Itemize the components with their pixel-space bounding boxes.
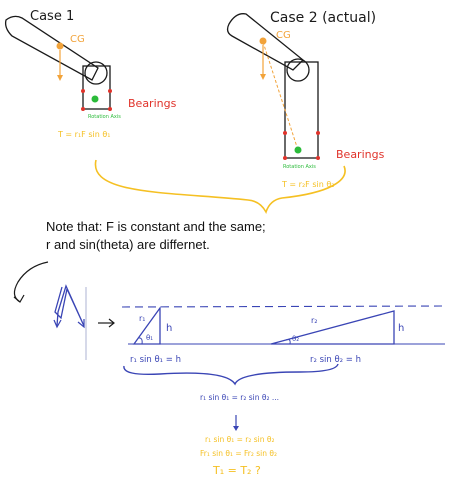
case2-bearing-point [316,156,320,160]
case2-bearing-point [283,156,287,160]
case2-cg-marker [259,37,267,45]
force-sketch [13,261,115,360]
right-angle-arc [285,339,291,345]
case2-torque-eq: T = r₂F sin θ₂ [281,180,334,189]
conclusion-line2: Fr₁ sin θ₁ = Fr₂ sin θ₂ [200,449,277,458]
note-text: Note that: F is constant and the same; r… [46,218,446,254]
case1-cg-marker [56,42,64,50]
left-triangle [132,305,161,345]
conclusion-line3: T₁ = T₂ ? [212,464,261,477]
right-r-label: r₂ [311,316,318,325]
case2-bearing-point [316,131,320,135]
right-equation: r₂ sin θ₂ = h [310,355,361,365]
comparison-brace [94,159,346,214]
equality-statement: r₁ sin θ₁ = r₂ sin θ₂ ... [200,393,279,402]
case2-bearing-point [283,131,287,135]
case1-title: Case 1 [30,9,74,24]
left-h-label: h [166,323,172,334]
case1-group: Case 1 CG Rotation Axis Bearings T = r₁F… [4,9,177,139]
case2-rotation-axis-marker [294,146,302,154]
left-theta-label: θ₁ [146,334,153,342]
curly-arrowhead [13,294,25,303]
case2-title: Case 2 (actual) [270,10,376,26]
case2-group: Case 2 (actual) CG Rotation Axis Bearing… [226,10,385,189]
left-equation: r₁ sin θ₁ = h [130,355,181,365]
left-angle-arc [137,337,143,345]
case1-bearing-point [108,107,112,111]
case2-pivot [286,58,310,82]
case2-arrowhead [260,74,266,80]
force-arrowhead-left [53,319,62,329]
case1-rotation-axis-label: Rotation Axis [88,114,121,120]
case1-rotation-axis-marker [91,95,99,103]
note-line-2: r and sin(theta) are differnet. [46,237,210,252]
case1-bearing-housing [82,65,111,110]
force-arrowhead-right [77,319,85,329]
triangle-comparison: r₁ h θ₁ r₁ sin θ₁ = h r₂ h θ₂ r₂ sin θ₂ … [121,305,445,365]
equation-brace [123,363,339,386]
case2-arm [226,13,304,71]
case2-bearings-label: Bearings [336,148,385,161]
curly-arrow [13,261,49,303]
case1-arrowhead [57,75,63,81]
case1-bearings-label: Bearings [128,97,177,110]
case1-torque-eq: T = r₁F sin θ₁ [57,130,110,139]
note-line-1: Note that: F is constant and the same; [46,219,266,234]
conclusion-arrowhead [233,426,239,431]
case2-bearing-housing [284,61,319,159]
case2-rotation-axis-label: Rotation Axis [283,164,316,170]
height-dashed-line [121,305,445,308]
transition-arrowhead [108,318,115,328]
conclusion-line1: r₁ sin θ₁ = r₂ sin θ₂ [205,435,274,444]
right-h-label: h [398,323,404,334]
right-theta-label: θ₂ [292,335,299,343]
case1-bearing-point [81,89,85,93]
case1-bearing-point [81,107,85,111]
case1-arm [4,15,99,81]
force-vector-sketch [54,284,85,327]
case1-bearing-point [108,89,112,93]
case1-pivot [84,61,108,85]
case2-cg-label: CG [276,30,291,41]
right-triangle [270,310,395,345]
case2-moment-arm-line [262,41,298,148]
case1-cg-label: CG [70,34,85,45]
left-r-label: r₁ [139,314,146,323]
